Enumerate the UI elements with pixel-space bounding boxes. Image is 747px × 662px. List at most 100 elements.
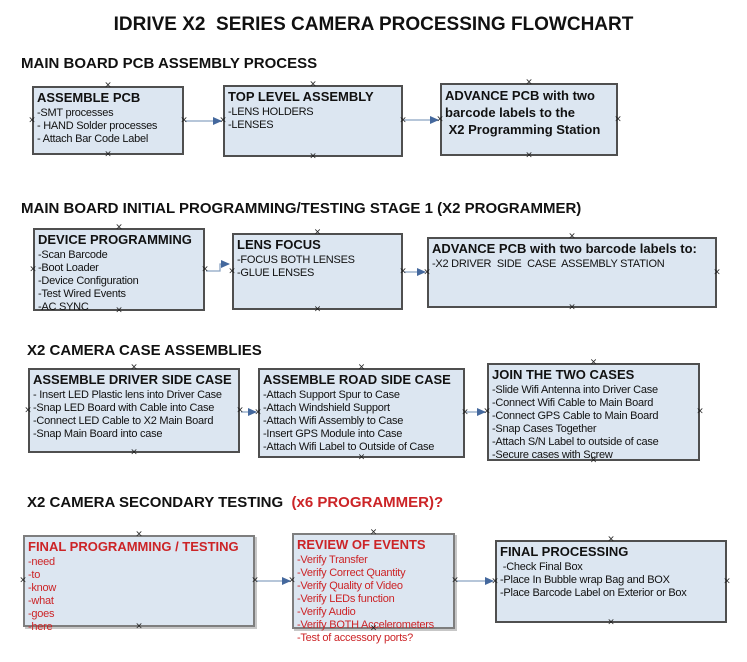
section-heading-pcb-assembly: MAIN BOARD PCB ASSEMBLY PROCESS xyxy=(21,55,318,72)
box-item: -here xyxy=(28,621,53,633)
flow-box-assemble-road-side-case: ASSEMBLE ROAD SIDE CASE -Attach Support … xyxy=(254,363,469,462)
connection-point-bottom: × xyxy=(309,151,317,162)
box-item: -Insert GPS Module into Case xyxy=(263,428,403,440)
box-title: LENS FOCUS xyxy=(237,237,321,252)
connection-point-left: × xyxy=(24,405,32,415)
box-title-line: barcode labels to the xyxy=(445,105,576,120)
connection-point-left: × xyxy=(491,576,499,586)
box-item: -Snap LED Board with Cable into Case xyxy=(33,402,215,414)
box-item: -LENSES xyxy=(228,119,274,131)
box-item: -Device Configuration xyxy=(38,275,139,287)
box-item: -to xyxy=(28,569,41,581)
connection-point-right: × xyxy=(180,115,188,125)
box-item: -SMT processes xyxy=(37,107,114,119)
connection-point-left: × xyxy=(29,264,37,274)
box-item: -GLUE LENSES xyxy=(237,267,315,279)
box-item: -what xyxy=(28,595,54,607)
flow-box-review-of-events: REVIEW OF EVENTS -Verify Transfer -Verif… xyxy=(288,528,459,644)
box-title: FINAL PROGRAMMING / TESTING xyxy=(28,539,239,554)
box-title: FINAL PROCESSING xyxy=(500,544,629,559)
box-item: -know xyxy=(28,582,57,594)
section-heading-black-part: X2 CAMERA SECONDARY TESTING xyxy=(27,494,288,511)
flow-box-advance-pcb-to-programming-station: ADVANCE PCB with two barcode labels to t… xyxy=(436,78,622,160)
connection-point-left: × xyxy=(19,575,27,586)
box-title-line: ADVANCE PCB with two xyxy=(445,88,595,103)
box-item: -Verify LEDs function xyxy=(297,593,395,605)
box-item: - Attach Bar Code Label xyxy=(37,133,149,145)
connection-point-right: × xyxy=(201,264,209,274)
connection-point-right: × xyxy=(399,115,407,126)
connection-point-left: × xyxy=(288,575,296,586)
box-item: -Secure cases with Screw xyxy=(492,449,613,461)
box-title: ASSEMBLE PCB xyxy=(37,90,141,105)
box-title: REVIEW OF EVENTS xyxy=(297,537,426,552)
flow-box-final-processing: FINAL PROCESSING -Check Final Box -Place… xyxy=(491,535,731,627)
box-item: -FOCUS BOTH LENSES xyxy=(237,254,355,266)
box-item: -Snap Main Board into case xyxy=(33,428,163,440)
connection-point-bottom: × xyxy=(130,447,138,458)
box-item: -Attach Support Spur to Case xyxy=(263,389,400,401)
connection-point-bottom: × xyxy=(357,452,366,463)
connection-point-left: × xyxy=(219,115,227,126)
box-item: -Attach Wifi Label to Outside of Case xyxy=(263,441,435,453)
connection-point-bottom: × xyxy=(607,617,615,628)
connection-point-right: × xyxy=(713,267,721,277)
connection-point-right: × xyxy=(399,266,407,276)
connection-point-left: × xyxy=(483,406,491,417)
flow-arrow xyxy=(206,260,230,272)
box-item: -Place In Bubble wrap Bag and BOX xyxy=(500,574,670,586)
box-item: -Verify BOTH Accelerometers xyxy=(297,619,434,631)
box-item: - Insert LED Plastic lens into Driver Ca… xyxy=(33,389,222,401)
box-item: -Verify Quality of Video xyxy=(297,580,403,592)
connection-point-left: × xyxy=(254,407,262,418)
connection-point-bottom: × xyxy=(104,149,112,160)
box-item: -Attach S/N Label to outside of case xyxy=(492,436,659,448)
section-heading-case-assemblies: X2 CAMERA CASE ASSEMBLIES xyxy=(27,342,262,359)
box-item: -Test of accessory ports? xyxy=(297,632,414,644)
box-item: -Attach Wifi Assembly to Case xyxy=(263,415,404,427)
connection-point-right: × xyxy=(251,575,259,586)
connection-point-bottom: × xyxy=(568,302,576,313)
section-heading-red-part: (x6 PROGRAMMER)? xyxy=(287,494,444,511)
box-item: -Snap Cases Together xyxy=(492,423,597,435)
connection-point-right: × xyxy=(451,575,459,586)
connection-point-bottom: × xyxy=(313,304,322,315)
box-item: -Test Wired Events xyxy=(38,288,126,300)
box-title: TOP LEVEL ASSEMBLY xyxy=(228,89,374,104)
section-heading-initial-programming: MAIN BOARD INITIAL PROGRAMMING/TESTING S… xyxy=(21,200,582,217)
flow-box-join-the-two-cases: JOIN THE TWO CASES -Slide Wifi Antenna i… xyxy=(483,358,704,465)
flow-box-assemble-driver-side-case: ASSEMBLE DRIVER SIDE CASE - Insert LED P… xyxy=(24,363,244,457)
flowchart-title: IDRIVE X2 SERIES CAMERA PROCESSING FLOWC… xyxy=(113,14,634,35)
box-item: -Connect Wifi Cable to Main Board xyxy=(492,397,654,409)
flow-box-assemble-pcb: ASSEMBLE PCB -SMT processes - HAND Solde… xyxy=(28,81,188,159)
box-item: -AC SYNC xyxy=(38,301,89,313)
connection-point-left: × xyxy=(228,266,236,276)
box-title: ADVANCE PCB with two barcode labels to: xyxy=(432,241,697,256)
flow-box-device-programming: DEVICE PROGRAMMING -Scan Barcode -Boot L… xyxy=(29,223,209,315)
connection-point-right: × xyxy=(461,407,469,418)
box-item: -Boot Loader xyxy=(38,262,99,274)
box-item: -Slide Wifi Antenna into Driver Case xyxy=(492,384,658,396)
flow-box-lens-focus: LENS FOCUS -FOCUS BOTH LENSES -GLUE LENS… xyxy=(228,228,407,314)
connection-point-right: × xyxy=(236,405,244,415)
box-item: -Place Barcode Label on Exterior or Box xyxy=(500,587,687,599)
connection-point-right: × xyxy=(723,576,731,586)
flow-box-advance-pcb-to-driver-side-station: ADVANCE PCB with two barcode labels to: … xyxy=(423,232,721,312)
connection-point-left: × xyxy=(423,267,431,277)
box-item: -goes xyxy=(28,608,55,620)
flow-box-final-programming-testing: FINAL PROGRAMMING / TESTING -need -to -k… xyxy=(19,530,259,633)
connection-point-right: × xyxy=(696,406,704,417)
box-item: -Verify Correct Quantity xyxy=(297,567,406,579)
box-title: ASSEMBLE DRIVER SIDE CASE xyxy=(33,372,232,387)
box-title: DEVICE PROGRAMMING xyxy=(38,232,192,247)
box-item: -Attach Windshield Support xyxy=(263,402,390,414)
section-heading-secondary-testing: X2 CAMERA SECONDARY TESTING (x6 PROGRAMM… xyxy=(27,494,443,511)
box-item: -Verify Transfer xyxy=(297,554,368,566)
box-item: -Check Final Box xyxy=(500,561,583,573)
connection-point-bottom: × xyxy=(525,150,533,161)
box-item: -LENS HOLDERS xyxy=(228,106,314,118)
box-title-line: X2 Programming Station xyxy=(445,122,601,137)
box-item: -Connect LED Cable to X2 Main Board xyxy=(33,415,214,427)
box-item: - HAND Solder processes xyxy=(37,120,158,132)
